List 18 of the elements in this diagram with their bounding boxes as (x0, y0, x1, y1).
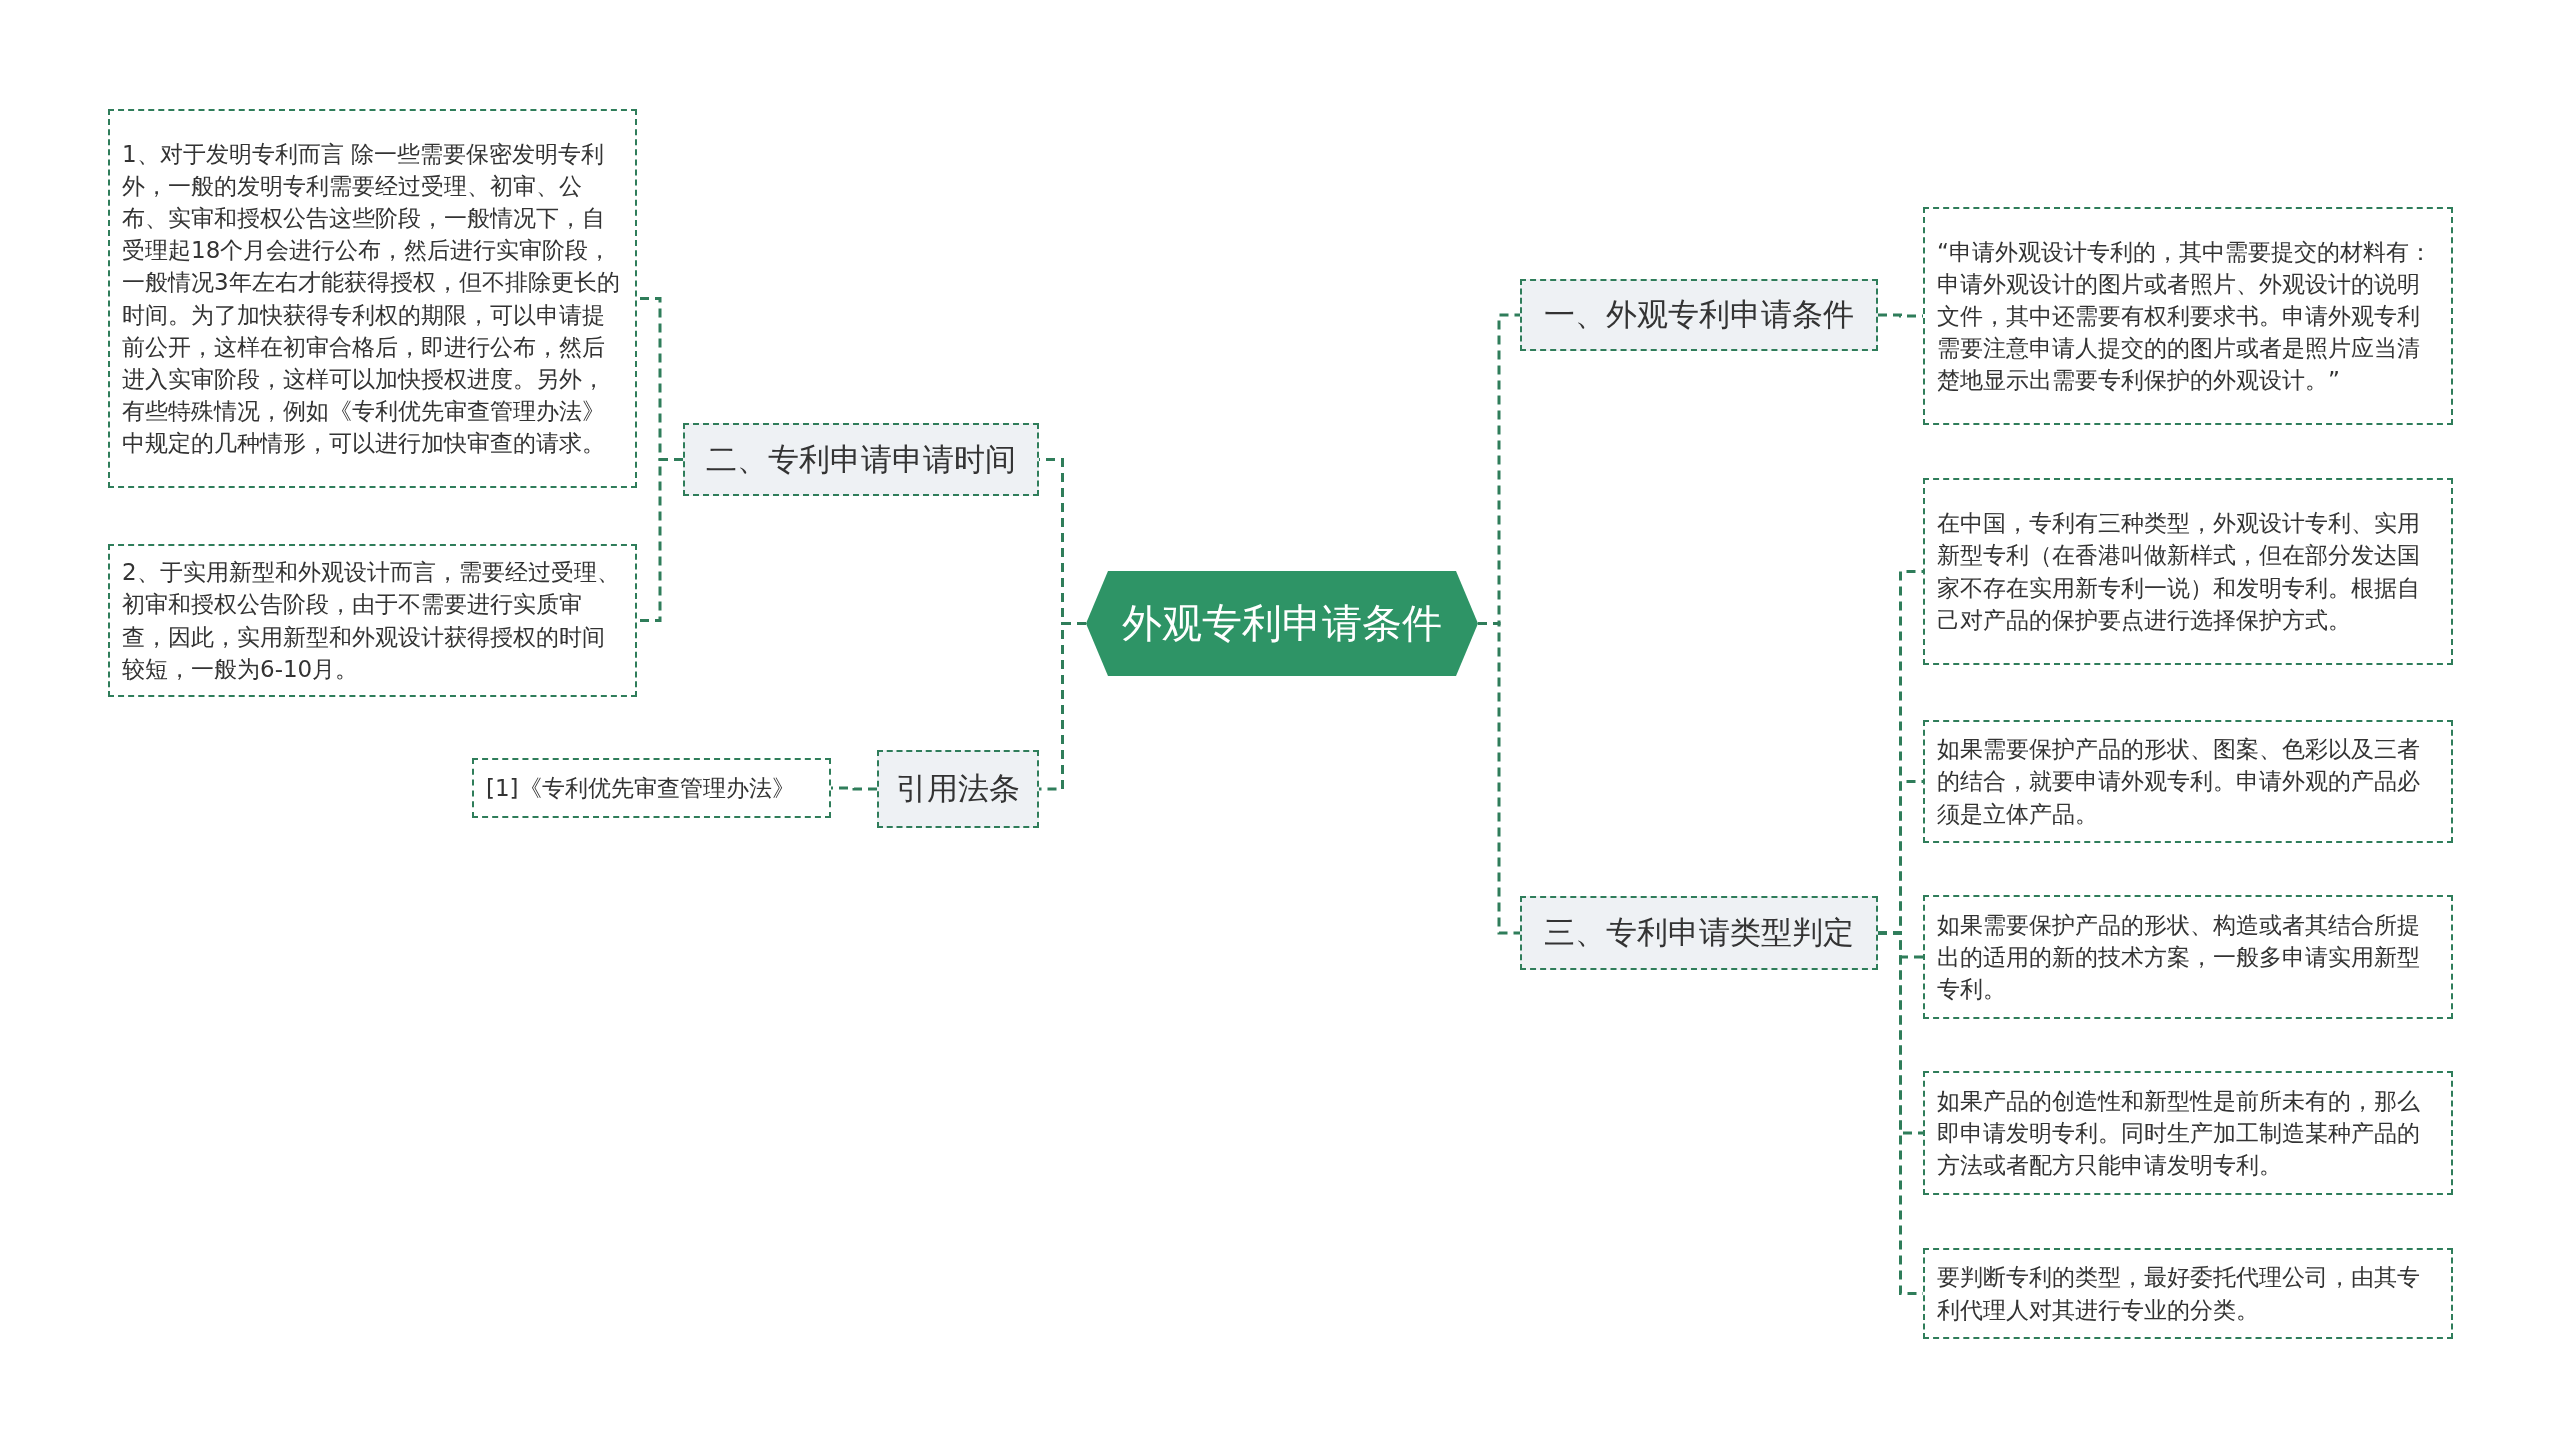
text-box: 要判断专利的类型，最好委托代理公司，由其专利代理人对其进行专业的分类。 (1923, 1248, 2453, 1339)
text-box: 在中国，专利有三种类型，外观设计专利、实用新型专利（在香港叫做新样式，但在部分发达国家不存在实用新专利一说）和发明专利。根据自己对产品的保护要点进行选择保护方式。 (1923, 478, 2453, 665)
text-box: 2、于实用新型和外观设计而言，需要经过受理、初审和授权公告阶段，由于不需要进行实质审查，因此，实用新型和外观设计获得授权的时间较短，一般为6-10月。 (108, 544, 637, 697)
text-box: “申请外观设计专利的，其中需要提交的材料有：申请外观设计的图片或者照片、外观设计的说明文件，其中还需要有权利要求书。申请外观专利需要注意申请人提交的的图片或者是照片应当清楚地显示出需要专利保护的外观设计。” (1923, 207, 2453, 425)
topic-box: 二、专利申请申请时间 (683, 423, 1039, 496)
topic-box: 三、专利申请类型判定 (1520, 896, 1878, 970)
topic-box: 一、外观专利申请条件 (1520, 279, 1878, 351)
text-box: 如果需要保护产品的形状、图案、色彩以及三者的结合，就要申请外观专利。申请外观的产品必须是立体产品。 (1923, 720, 2453, 843)
text-box: 如果需要保护产品的形状、构造或者其结合所提出的适用的新的技术方案，一般多申请实用新型专利。 (1923, 895, 2453, 1019)
text-box: [1]《专利优先审查管理办法》 (472, 758, 831, 818)
text-box: 如果产品的创造性和新型性是前所未有的，那么即申请发明专利。同时生产加工制造某种产品的方法或者配方只能申请发明专利。 (1923, 1071, 2453, 1195)
connector (1478, 622, 1520, 935)
connector (1039, 622, 1086, 791)
connector (637, 458, 683, 622)
central-topic-hexagon: 外观专利申请条件 (1086, 571, 1478, 676)
topic-box: 引用法条 (877, 750, 1039, 828)
text-box: 1、对于发明专利而言 除一些需要保密发明专利外，一般的发明专利需要经过受理、初审、公布、实审和授权公告这些阶段，一般情况下，自受理起18个月会进行公布，然后进行实审阶段，一般情况3年左右才能获得授权，但不排除更长的时间。为了加快获得专利权的期限，可以申请提前公开，这样在初审合格后，即进行公布，然后进入实审阶段，这样可以加快授权进度。另外，有些特殊情况，例如《专利优先审查管理办法》中规定的几种情形，可以进行加快审查的请求。 (108, 109, 637, 488)
connector (831, 786, 877, 791)
